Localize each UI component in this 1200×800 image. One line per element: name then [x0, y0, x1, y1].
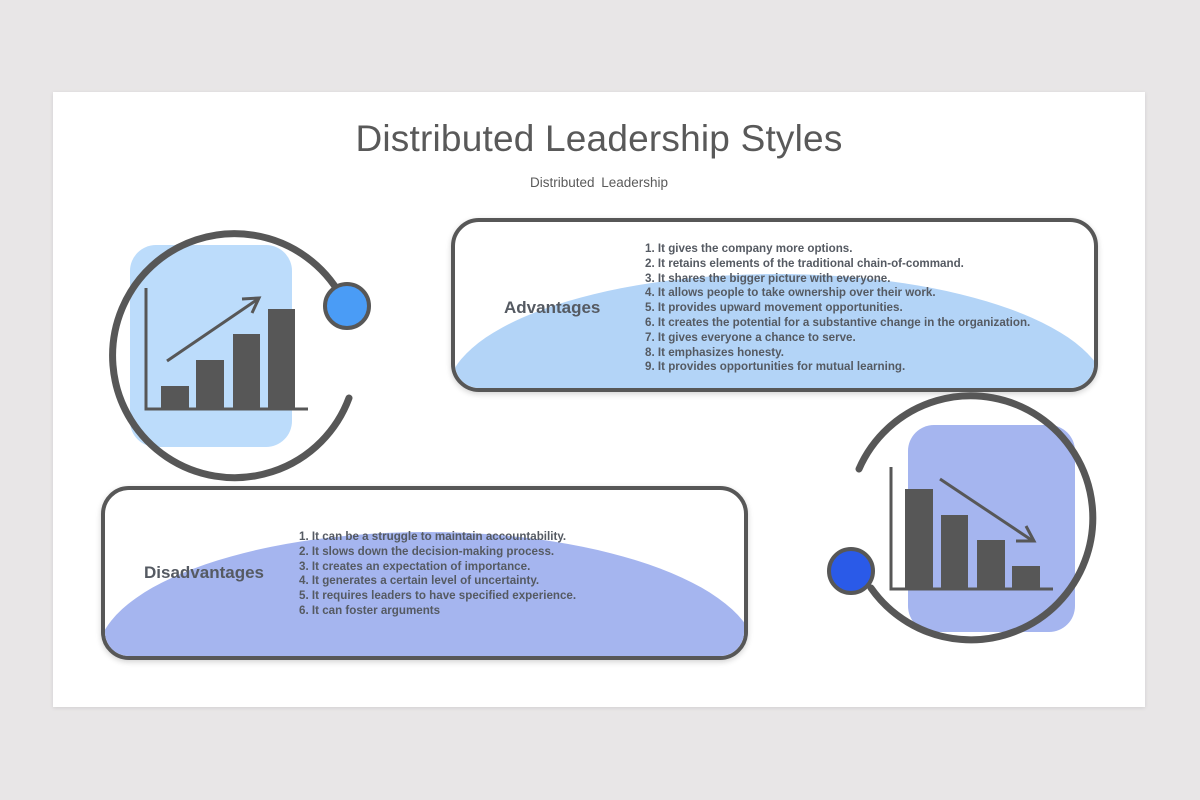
- list-item: 6. It can foster arguments: [299, 603, 441, 617]
- list-item: 8. It emphasizes honesty.: [645, 345, 784, 359]
- list-item: 5. It requires leaders to have specified…: [299, 589, 577, 603]
- disadvantages-box: Disadvantages 1. It can be a struggle to…: [101, 486, 748, 660]
- slide-title: Distributed Leadership Styles: [355, 118, 843, 159]
- list-item: 1. It gives the company more options.: [645, 242, 853, 255]
- decline-panel: [908, 425, 1075, 632]
- disadvantages-list: 1. It can be a struggle to maintain acco…: [299, 530, 576, 619]
- list-item: 3. It shares the bigger picture with eve…: [645, 271, 891, 285]
- list-item: 4. It generates a certain level of uncer…: [299, 574, 540, 588]
- list-item: 4. It allows people to take ownership ov…: [645, 286, 936, 300]
- list-item: 6. It creates the potential for a substa…: [645, 315, 1031, 329]
- list-item: 5. It provides upward movement opportuni…: [645, 301, 903, 315]
- decline-dot-icon: [827, 547, 875, 595]
- decline-chart-icon: [827, 392, 1097, 644]
- slide: Distributed Leadership Styles Distribute…: [53, 92, 1145, 707]
- list-item: 3. It creates an expectation of importan…: [299, 559, 531, 573]
- list-item: 7. It gives everyone a chance to serve.: [645, 330, 856, 344]
- advantages-box: Advantages 1. It gives the company more …: [451, 218, 1098, 392]
- list-item: 2. It slows down the decision-making pro…: [299, 544, 555, 558]
- disadvantages-label: Disadvantages: [144, 563, 264, 582]
- list-item: 9. It provides opportunities for mutual …: [645, 360, 906, 374]
- advantages-label: Advantages: [504, 298, 601, 317]
- growth-ring: [109, 230, 353, 482]
- slide-subtitle: Distributed Leadership: [529, 175, 669, 190]
- decline-ring: [855, 392, 1097, 644]
- advantages-list: 1. It gives the company more options. 2.…: [645, 242, 1030, 375]
- list-item: 2. It retains elements of the traditiona…: [645, 256, 964, 270]
- list-item: 1. It can be a struggle to maintain acco…: [299, 530, 567, 543]
- growth-chart-icon: [109, 230, 371, 482]
- growth-dot-icon: [323, 282, 371, 330]
